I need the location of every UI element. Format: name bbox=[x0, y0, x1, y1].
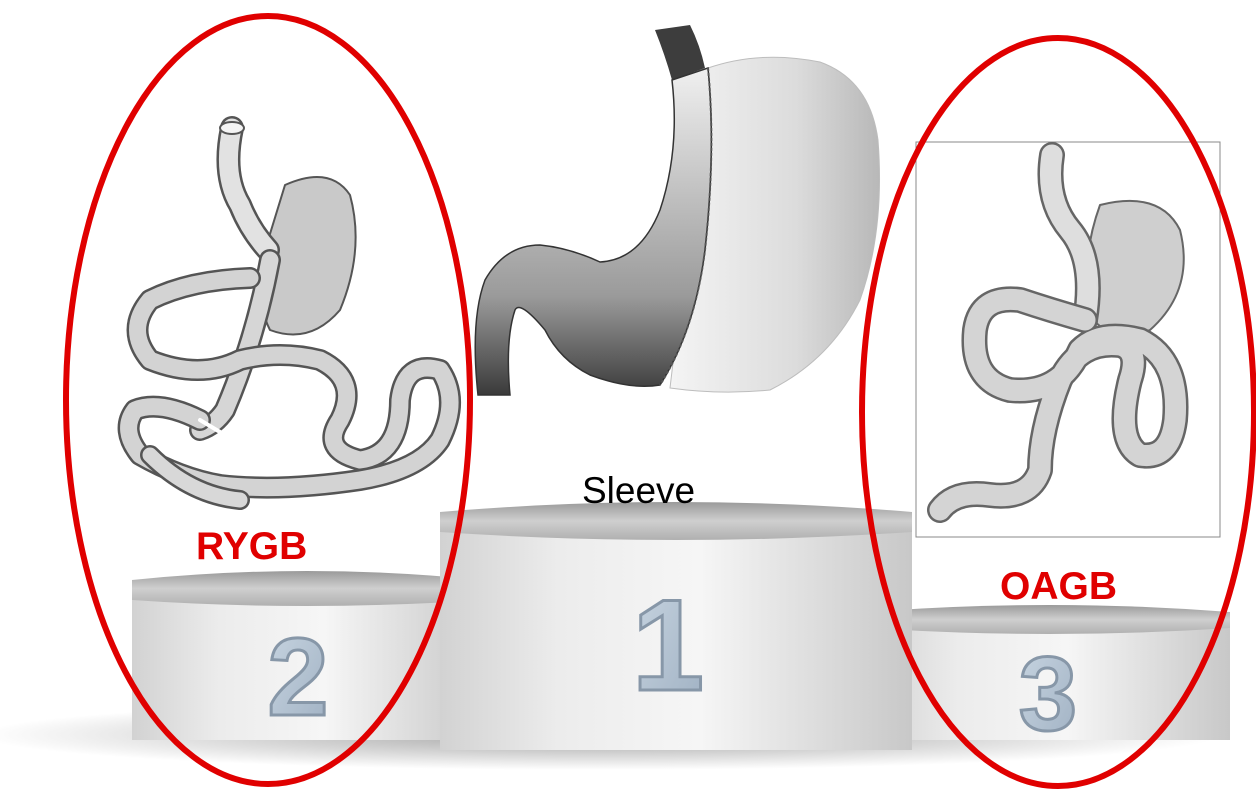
oagb-bypass-icon bbox=[916, 142, 1220, 537]
podium-number-second: 2 bbox=[267, 616, 328, 739]
podium-number-first: 1 bbox=[632, 572, 704, 718]
label-oagb: OAGB bbox=[1000, 565, 1117, 609]
sleeve-stomach-icon bbox=[475, 25, 879, 395]
podium-number-third: 3 bbox=[1019, 636, 1077, 753]
label-sleeve: Sleeve bbox=[582, 470, 695, 512]
label-rygb: RYGB bbox=[196, 525, 307, 569]
rygb-bypass-icon bbox=[129, 122, 450, 500]
